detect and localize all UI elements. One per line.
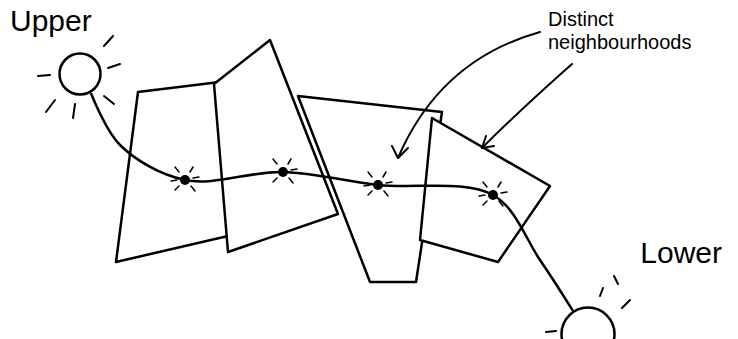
point-dot xyxy=(180,175,190,185)
point-dot xyxy=(278,167,288,177)
dot-rays xyxy=(479,182,507,206)
sun-outline xyxy=(60,54,101,95)
point-dot xyxy=(373,180,383,190)
sun-circle xyxy=(58,52,102,96)
callout-label: Distinct neighbourhoods xyxy=(548,8,728,54)
neighbourhood-patch xyxy=(420,118,550,262)
node-label: Lower xyxy=(640,236,722,269)
sun-node: Upper xyxy=(10,4,130,104)
sun-circle xyxy=(560,306,616,339)
arrow-head xyxy=(392,146,408,158)
dot-rays xyxy=(171,167,199,191)
leader-line xyxy=(482,64,572,148)
dot-rays xyxy=(269,159,297,183)
path-curve xyxy=(91,94,572,310)
point-dot xyxy=(488,190,498,200)
node-label: Upper xyxy=(10,4,92,37)
dot-rays xyxy=(364,172,392,196)
sun-node: Lower xyxy=(560,236,730,339)
sun-rays xyxy=(38,36,120,118)
leader-line xyxy=(398,32,540,158)
arrow-head xyxy=(482,136,494,148)
sun-outline xyxy=(562,308,615,339)
neighbourhood-patch xyxy=(298,96,442,282)
